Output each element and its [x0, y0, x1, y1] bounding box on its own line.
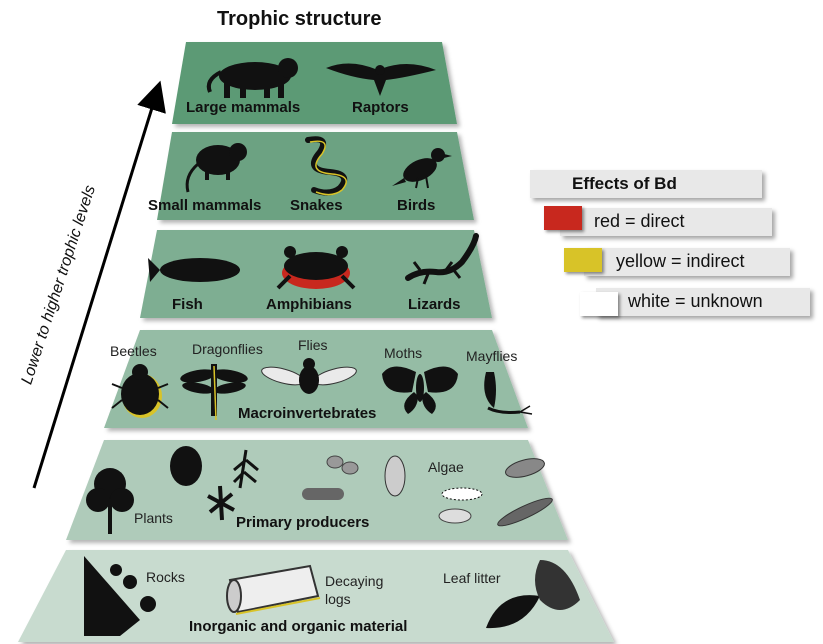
- label-logs: logs: [325, 591, 351, 607]
- label-large-mammals: Large mammals: [186, 99, 301, 116]
- label-flies: Flies: [298, 337, 328, 353]
- tree-icon: [86, 468, 134, 534]
- label-lizards: Lizards: [408, 296, 461, 313]
- legend-item-indirect: yellow = indirect: [584, 248, 790, 276]
- snake-icon: [305, 136, 348, 196]
- opossum-icon: [185, 143, 247, 193]
- jaguar-icon: [206, 58, 298, 98]
- label-small-mammals: Small mammals: [148, 197, 262, 214]
- legend-swatch-red: [544, 206, 582, 230]
- legend-item-unknown: white = unknown: [596, 288, 810, 316]
- rocks-icon: [84, 556, 156, 636]
- label-rocks: Rocks: [146, 569, 185, 585]
- legend-swatch-yellow: [564, 248, 602, 272]
- legend-label-direct: red = direct: [594, 211, 685, 231]
- trophic-arrow: [32, 80, 166, 489]
- fly-icon: [261, 358, 357, 394]
- label-birds: Birds: [397, 197, 436, 214]
- label-fish: Fish: [172, 296, 203, 313]
- label-moths: Moths: [384, 345, 423, 361]
- label-mayflies: Mayflies: [466, 348, 518, 364]
- raptor-icon: [326, 63, 436, 96]
- dragonfly-icon: [180, 364, 248, 421]
- label-primary-producers: Primary producers: [236, 514, 370, 531]
- tier-top-band: [172, 42, 457, 124]
- label-leaf-litter: Leaf litter: [443, 570, 501, 586]
- legend-title: Effects of Bd: [572, 174, 677, 193]
- label-macroinvertebrates: Macroinvertebrates: [238, 405, 377, 422]
- label-beetles: Beetles: [110, 343, 157, 359]
- label-algae: Algae: [428, 459, 464, 475]
- label-raptors: Raptors: [352, 99, 409, 116]
- label-snakes: Snakes: [290, 197, 343, 214]
- legend-item-direct: red = direct: [560, 208, 772, 236]
- fish-icon: [148, 258, 240, 282]
- label-dragonflies: Dragonflies: [192, 341, 263, 357]
- log-icon: [226, 564, 321, 615]
- label-plants: Plants: [134, 510, 173, 526]
- legend-title-box: Effects of Bd: [530, 170, 762, 198]
- frog-icon: [276, 246, 356, 290]
- legend-label-indirect: yellow = indirect: [616, 251, 745, 271]
- algae-icon: [302, 455, 553, 527]
- moth-icon: [382, 366, 458, 414]
- label-amphibians: Amphibians: [266, 296, 352, 313]
- bird-icon: [392, 148, 452, 189]
- leaf-litter-icon: [486, 560, 580, 629]
- beetle-icon: [111, 364, 169, 418]
- mayfly-icon: [484, 372, 533, 415]
- label-decaying: Decaying: [325, 573, 384, 589]
- legend-label-unknown: white = unknown: [628, 291, 763, 311]
- diagram-title: Trophic structure: [217, 8, 382, 30]
- fern-icon: [170, 446, 259, 521]
- lizard-icon: [405, 233, 479, 285]
- legend-swatch-white: [580, 292, 618, 316]
- label-inorganic-organic: Inorganic and organic material: [189, 618, 408, 635]
